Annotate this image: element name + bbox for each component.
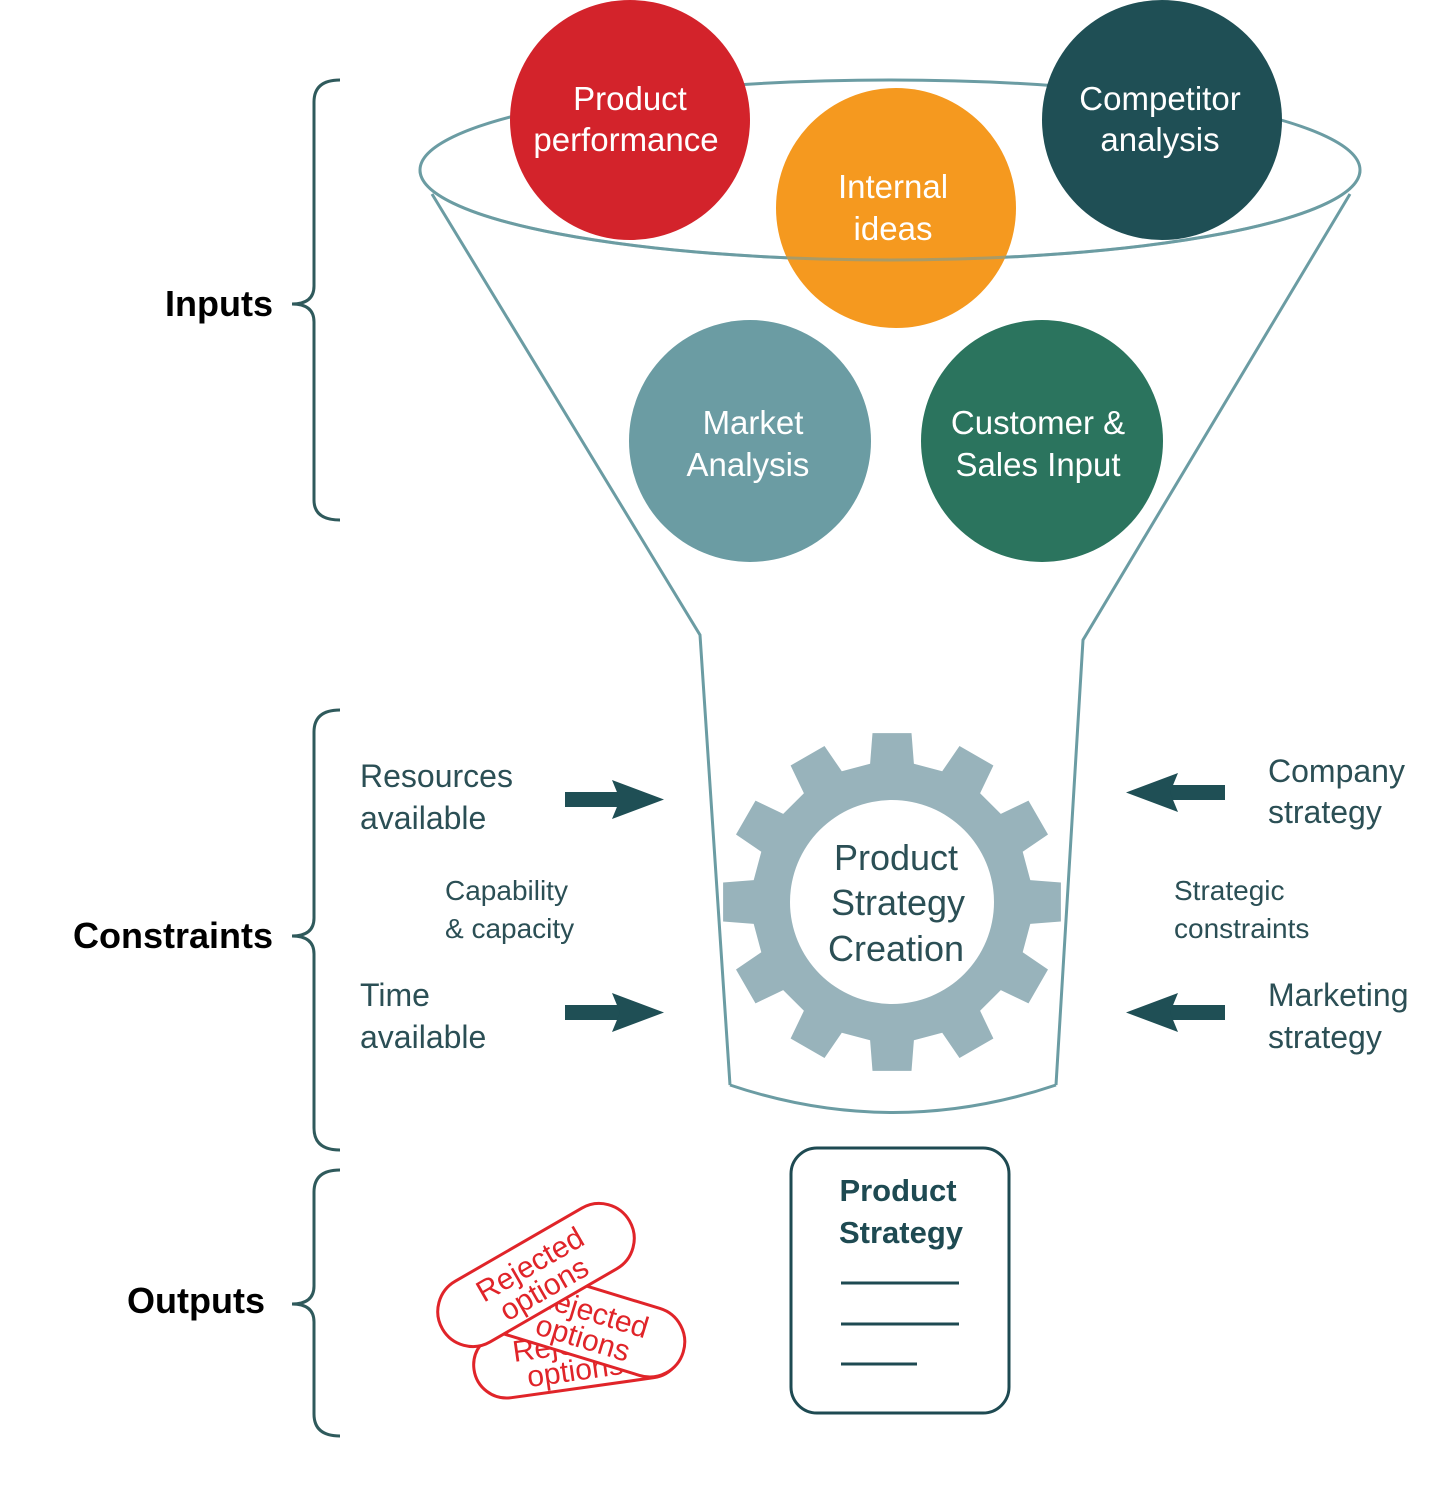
product-performance-line2: performance (533, 121, 718, 158)
internal-ideas-line1: Internal (838, 168, 948, 205)
strategic-constraints-line1: Strategic (1174, 875, 1285, 906)
customer-sales-line2: Sales Input (955, 446, 1120, 483)
arrow-left-icon (1126, 773, 1225, 812)
product-performance-circle: Product performance (510, 0, 750, 240)
gear-label-line1: Product (834, 837, 958, 878)
rejected-options-stack: Rejected options Rejected options Reject… (436, 1202, 687, 1400)
competitor-analysis-circle: Competitor analysis (1042, 0, 1282, 240)
document-title-line1: Product (839, 1173, 956, 1208)
outputs-bracket (291, 1168, 341, 1438)
constraints-bracket (291, 708, 341, 1152)
marketing-strategy-line2: strategy (1268, 1019, 1382, 1055)
outputs-label: Outputs (127, 1280, 265, 1321)
arrow-left-icon (1126, 993, 1225, 1032)
inputs-bracket (291, 78, 341, 522)
arrow-right-icon (565, 993, 664, 1032)
arrow-right-icon (565, 780, 664, 819)
market-analysis-circle: Market Analysis (629, 320, 871, 562)
product-strategy-document: Product Strategy (789, 1146, 1011, 1415)
product-performance-line1: Product (573, 80, 687, 117)
resources-line1: Resources (360, 758, 513, 794)
market-analysis-line1: Market (703, 404, 804, 441)
capability-line1: Capability (445, 875, 568, 906)
capability-line2: & capacity (445, 913, 574, 944)
gear-icon (723, 733, 1061, 1071)
funnel-rim-front (418, 169, 1362, 262)
constraints-label: Constraints (73, 915, 273, 956)
inputs-label: Inputs (165, 283, 273, 324)
internal-ideas-line2: ideas (854, 210, 933, 247)
market-analysis-line2: Analysis (687, 446, 810, 483)
gear-label-line2: Strategy (831, 882, 965, 923)
customer-sales-line1: Customer & (951, 404, 1125, 441)
document-title-line2: Strategy (839, 1215, 964, 1250)
time-line2: available (360, 1019, 486, 1055)
internal-ideas-circle: Internal ideas (776, 88, 1016, 328)
competitor-analysis-line1: Competitor (1079, 80, 1240, 117)
competitor-analysis-line2: analysis (1100, 121, 1219, 158)
customer-sales-circle: Customer & Sales Input (921, 320, 1163, 562)
company-strategy-line1: Company (1268, 753, 1405, 789)
resources-line2: available (360, 800, 486, 836)
gear-label-line3: Creation (828, 928, 964, 969)
strategic-constraints-line2: constraints (1174, 913, 1309, 944)
company-strategy-line2: strategy (1268, 794, 1382, 830)
funnel-outline (430, 193, 1352, 1114)
marketing-strategy-line1: Marketing (1268, 977, 1409, 1013)
time-line1: Time (360, 977, 430, 1013)
